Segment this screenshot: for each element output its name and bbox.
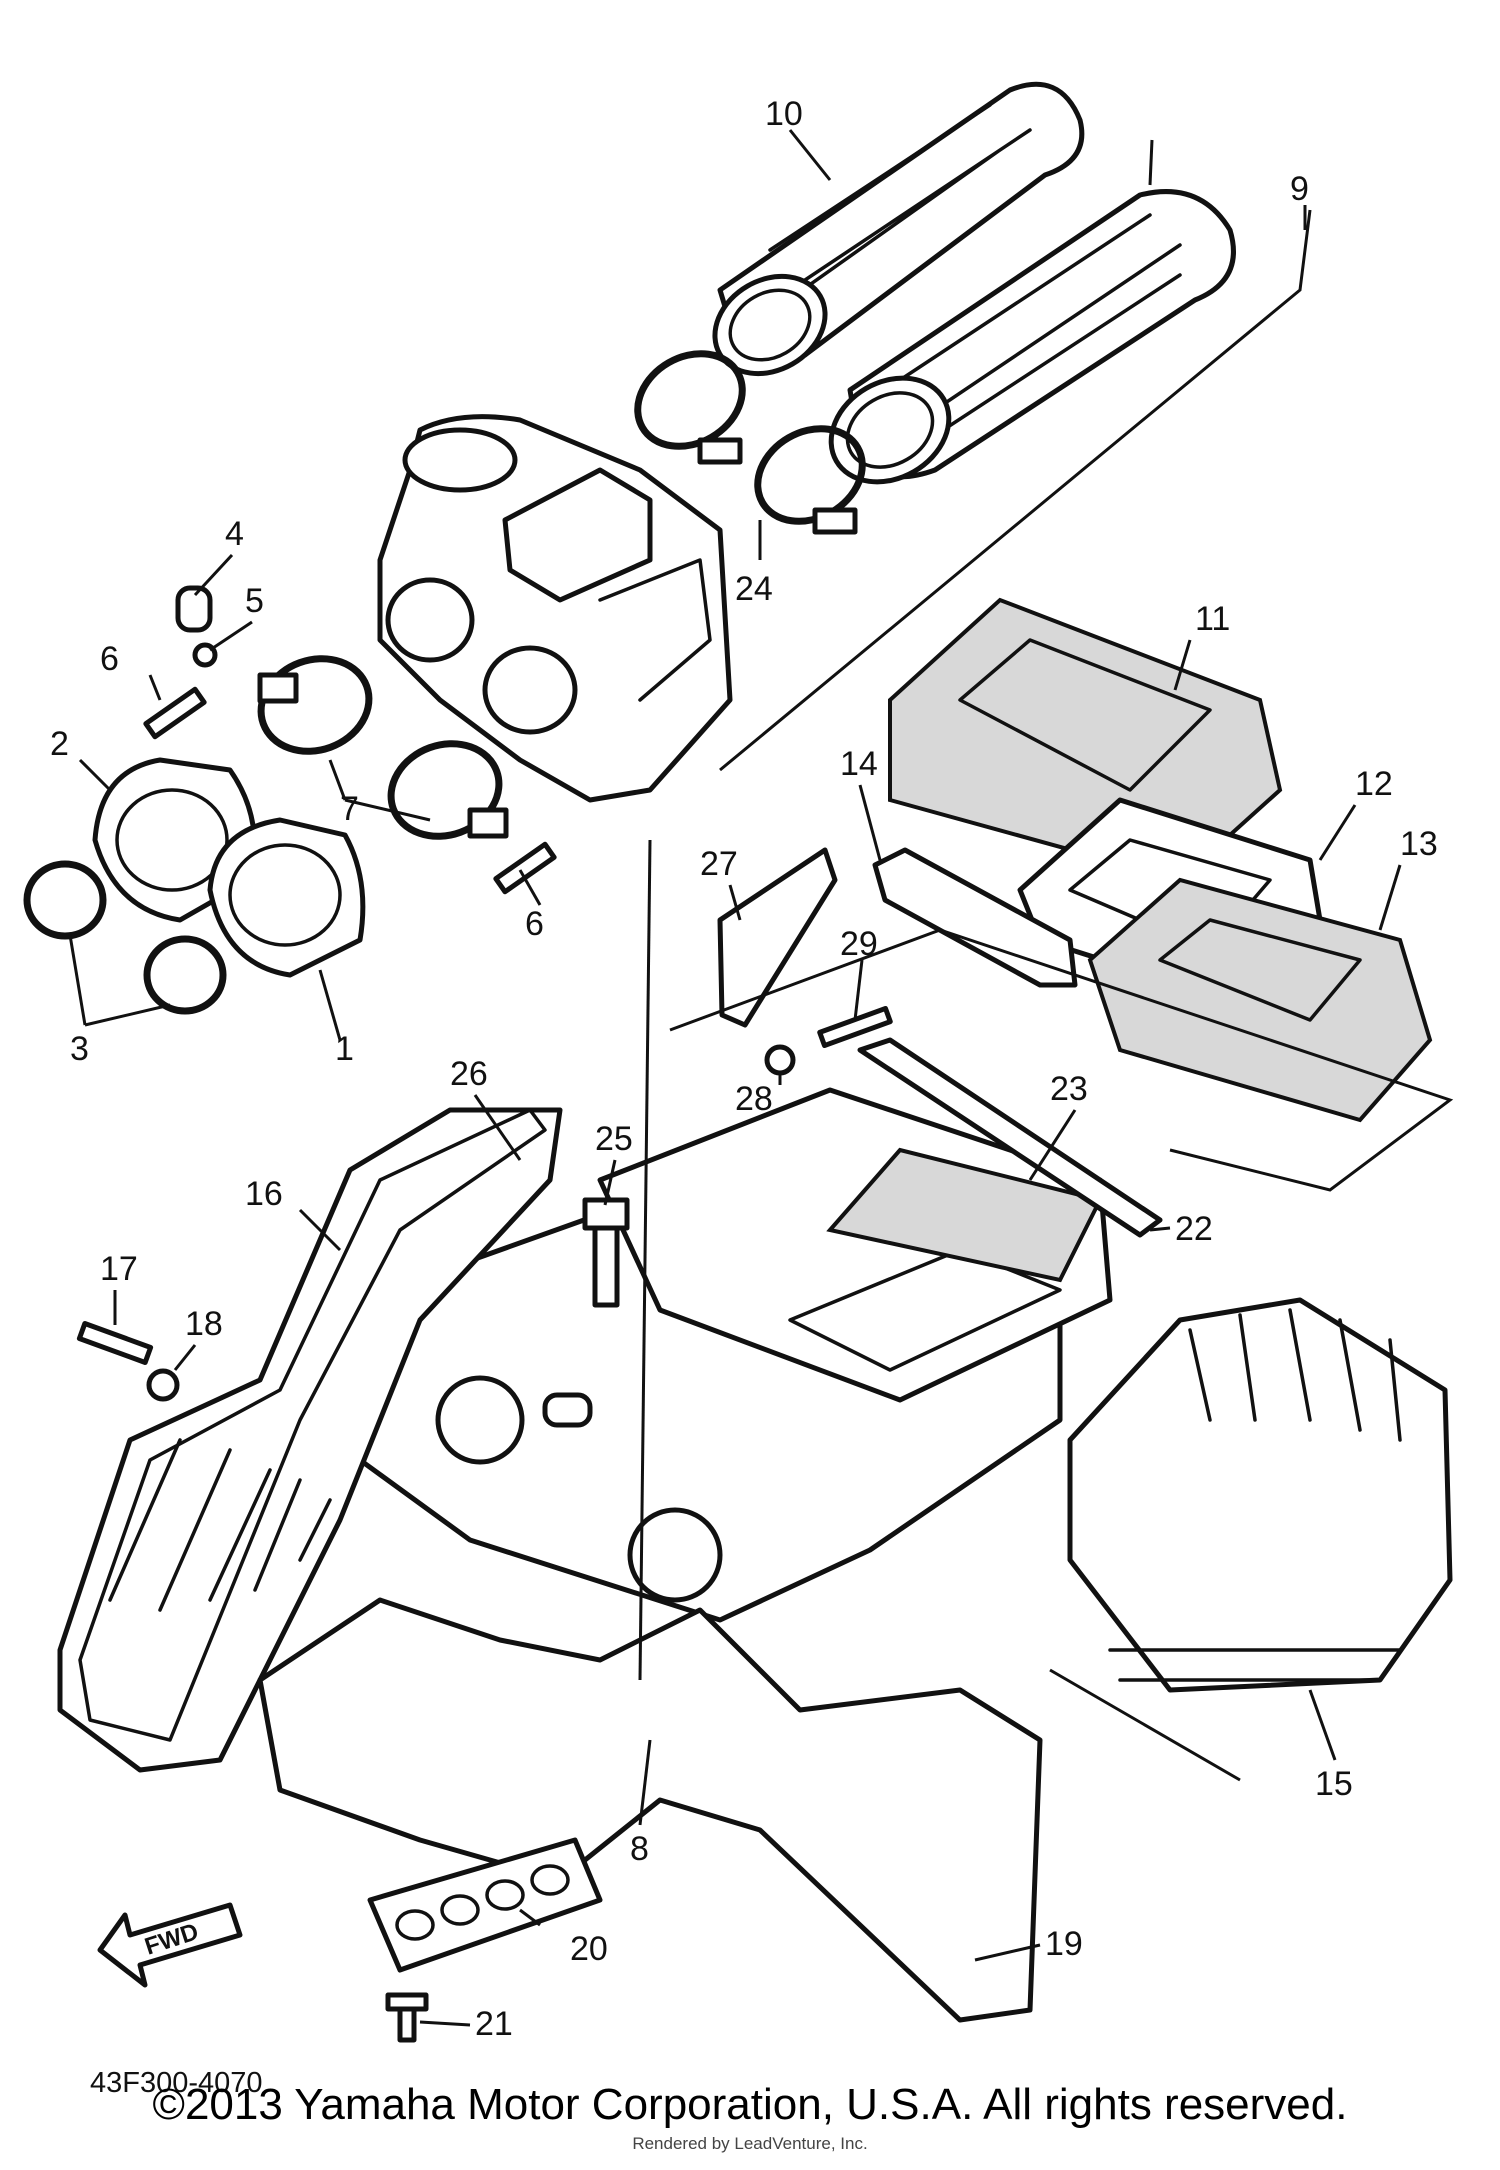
callout-12: 12	[1355, 765, 1393, 803]
callout-16: 16	[245, 1175, 283, 1213]
rendered-by-credit: Rendered by LeadVenture, Inc.	[632, 2134, 868, 2153]
air-filter-case-8[interactable]	[357, 1087, 1113, 1623]
copyright-notice: ©2013 Yamaha Motor Corporation, U.S.A. A…	[152, 2080, 1348, 2129]
plate-27[interactable]	[717, 847, 838, 1028]
cover-19[interactable]	[257, 1597, 1043, 2023]
callout-29: 29	[840, 925, 878, 963]
callout-21: 21	[475, 2005, 513, 2043]
leader-lines	[68, 129, 1402, 2027]
carburetor-assembly	[377, 414, 733, 803]
callout-27: 27	[700, 845, 738, 883]
callout-11: 11	[1195, 600, 1230, 638]
callout-4: 4	[225, 515, 244, 553]
callout-1: 1	[335, 1030, 354, 1068]
o-ring-3[interactable]	[23, 860, 227, 1015]
callout-2: 2	[50, 725, 69, 763]
intake-duct-10[interactable]	[697, 81, 1085, 393]
section-boundary-lines	[638, 209, 1454, 1782]
callout-6a: 6	[100, 640, 119, 678]
element-case-13[interactable]	[1087, 877, 1433, 1123]
hose-clamp-24[interactable]	[621, 335, 879, 539]
callout-numbers: 1 2 3 4 5 6 6 7 8 9 10 11 12 13 14 15 16…	[50, 95, 1438, 2043]
callout-6b: 6	[525, 905, 544, 943]
seal-22[interactable]	[857, 1037, 1163, 1238]
clamp-7[interactable]	[248, 644, 512, 851]
screw-21[interactable]	[385, 1992, 429, 2043]
screw-17[interactable]	[76, 1321, 154, 1365]
fwd-arrow-icon: FWD	[97, 1902, 243, 1988]
cover-15[interactable]	[1067, 1297, 1453, 1693]
part-code: 43F300-4070	[90, 2067, 263, 2099]
callout-23: 23	[1050, 1070, 1088, 1108]
callout-15: 15	[1315, 1765, 1353, 1803]
element-case-cover-11[interactable]	[888, 597, 1283, 883]
callout-8: 8	[630, 1830, 649, 1868]
callout-7: 7	[340, 790, 359, 828]
callout-14: 14	[840, 745, 878, 783]
callout-19: 19	[1045, 1925, 1083, 1963]
carburetor-joint-1[interactable]	[207, 817, 366, 978]
plate-20[interactable]	[367, 1837, 603, 1973]
side-cover-16[interactable]	[57, 1107, 563, 1773]
callout-22: 22	[1175, 1210, 1213, 1248]
screw-29[interactable]	[817, 1005, 893, 1049]
callout-24: 24	[735, 570, 773, 608]
screw-6[interactable]	[143, 686, 557, 895]
bolt-25[interactable]	[582, 1197, 630, 1308]
callout-13: 13	[1400, 825, 1438, 863]
callout-3: 3	[70, 1030, 89, 1068]
cap-4[interactable]	[175, 585, 213, 633]
callout-28: 28	[735, 1080, 773, 1118]
callout-9: 9	[1290, 170, 1309, 208]
callout-17: 17	[100, 1250, 138, 1288]
bracket-14[interactable]	[872, 847, 1078, 988]
callout-20: 20	[570, 1930, 608, 1968]
callout-25: 25	[595, 1120, 633, 1158]
callout-10: 10	[765, 95, 803, 133]
collar-18[interactable]	[146, 1368, 180, 1402]
callout-18: 18	[185, 1305, 223, 1343]
callout-5: 5	[245, 582, 264, 620]
nut-28[interactable]	[764, 1044, 796, 1076]
gasket-26[interactable]	[78, 1108, 547, 1742]
callout-26: 26	[450, 1055, 488, 1093]
